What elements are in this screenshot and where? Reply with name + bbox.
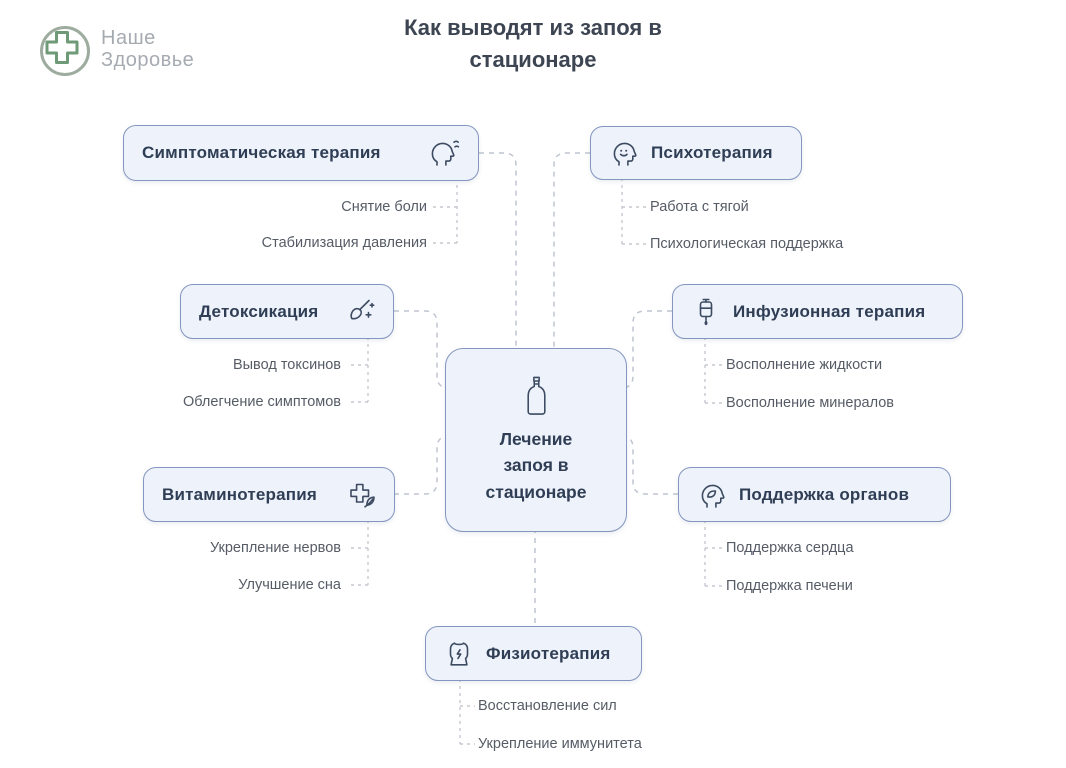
sub-item: Восстановление сил <box>478 698 617 714</box>
smiling-head-icon <box>609 138 639 168</box>
champagne-bottle-icon <box>523 376 550 417</box>
brand-name-line2: Здоровье <box>101 49 195 71</box>
torso-therapy-icon <box>444 639 474 669</box>
cross-leaf-icon <box>346 480 376 510</box>
center-label-line1: Лечение <box>499 428 573 449</box>
brand-name: Наше Здоровье <box>101 28 194 71</box>
sub-item: Поддержка сердца <box>726 540 854 556</box>
node-label: Физиотерапия <box>486 643 611 663</box>
node-central-treatment: Лечение запоя в стационаре <box>445 348 627 532</box>
brand-logo: Наше Здоровье <box>36 22 194 78</box>
center-label-line3: стационаре <box>485 481 587 502</box>
sub-item: Облегчение симптомов <box>182 394 341 410</box>
page-title-line1: Как выводят из запоя в <box>404 15 662 40</box>
node-vitamin-therapy: Витаминотерапия <box>143 467 395 522</box>
page-title-line2: стационаре <box>469 46 597 72</box>
sub-item: Вывод токсинов <box>232 357 341 373</box>
node-physiotherapy: Физиотерапия <box>425 626 642 681</box>
sub-item: Стабилизация давления <box>261 235 427 251</box>
sub-item: Работа с тягой <box>650 199 749 215</box>
node-detox: Детоксикация <box>180 284 394 339</box>
sub-item: Улучшение сна <box>238 577 341 593</box>
center-label-line2: запоя в <box>503 455 569 476</box>
node-label: Психотерапия <box>651 143 773 162</box>
sub-item: Восполнение жидкости <box>726 357 883 373</box>
node-label: Витаминотерапия <box>162 484 318 504</box>
headache-head-icon <box>427 138 460 168</box>
node-label: Детоксикация <box>199 301 319 321</box>
sub-item: Восполнение минералов <box>726 395 894 411</box>
sub-item: Укрепление нервов <box>209 540 341 556</box>
node-label: Симптоматическая терапия <box>142 143 381 162</box>
page-title: Как выводят из запоя в стационаре <box>0 12 1066 76</box>
iv-drip-icon <box>691 297 721 327</box>
sub-item: Укрепление иммунитета <box>478 736 642 752</box>
head-leaf-icon <box>697 480 727 510</box>
node-label: Поддержка органов <box>739 484 910 504</box>
node-label: Инфузионная терапия <box>733 301 926 321</box>
sub-item: Поддержка печени <box>726 578 853 594</box>
node-symptomatic-therapy: Симптоматическая терапия <box>123 125 479 181</box>
sub-item: Снятие боли <box>341 199 427 215</box>
node-psychotherapy: Психотерапия <box>590 126 802 180</box>
node-organ-support: Поддержка органов <box>678 467 951 522</box>
medical-cross-logo-icon <box>36 22 92 78</box>
node-infusion-therapy: Инфузионная терапия <box>672 284 963 339</box>
broom-sparkles-icon <box>345 297 375 327</box>
sub-item: Психологическая поддержка <box>650 236 844 252</box>
brand-name-line1: Наше <box>101 27 156 50</box>
